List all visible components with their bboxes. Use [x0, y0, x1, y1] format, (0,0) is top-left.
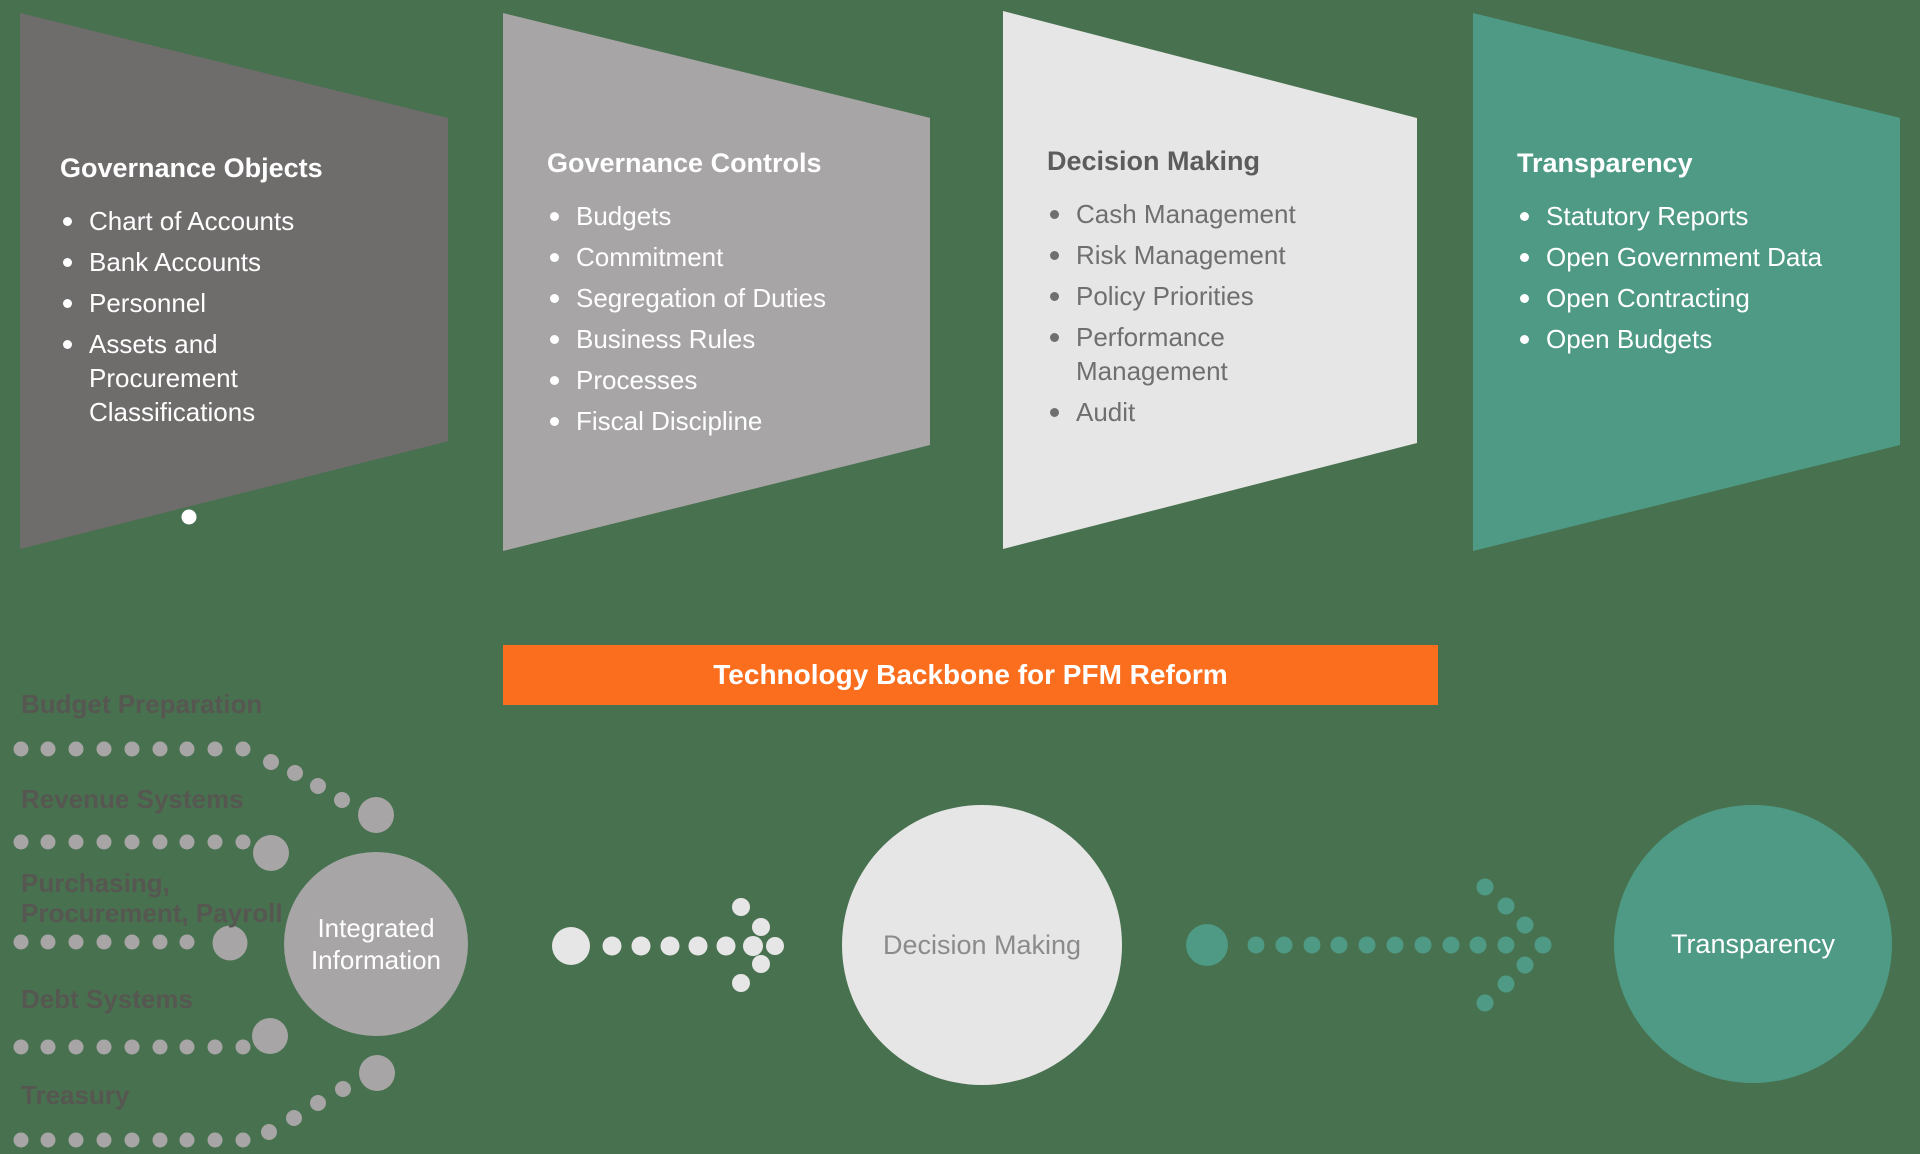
flow-debt-systems — [13, 1018, 288, 1055]
bullet-item: Budgets — [547, 199, 877, 233]
bullet-item: Policy Priorities — [1047, 279, 1327, 313]
source-label-treasury: Treasury — [21, 1080, 130, 1110]
banner-label: Technology Backbone for PFM Reform — [713, 659, 1228, 690]
bullet-item: Segregation of Duties — [547, 281, 877, 315]
panel-edge-dot — [181, 509, 197, 525]
bullet-item: Open Budgets — [1517, 322, 1847, 356]
flow-revenue-systems — [13, 834, 289, 871]
bullet-item: Cash Management — [1047, 197, 1327, 231]
node-transparency: Transparency — [1614, 805, 1892, 1083]
bullet-item: Business Rules — [547, 322, 877, 356]
bullet-item: Chart of Accounts — [60, 204, 370, 238]
node-integrated-information: Integrated Information — [284, 852, 468, 1036]
bullet-item: Commitment — [547, 240, 877, 274]
bullet-item: Fiscal Discipline — [547, 404, 877, 438]
bullet-item: Open Contracting — [1517, 281, 1847, 315]
bullet-item: Bank Accounts — [60, 245, 370, 279]
source-label-debt-systems: Debt Systems — [21, 984, 193, 1014]
bullet-item: Audit — [1047, 395, 1327, 429]
source-label-purchasing-procurement-payroll: Purchasing, Procurement, Payroll — [21, 868, 283, 928]
panel-title: Governance Controls — [547, 148, 822, 178]
node-label: Transparency — [1670, 928, 1836, 959]
bullet-item: Statutory Reports — [1517, 199, 1847, 233]
bullet-item: Performance Management — [1047, 320, 1327, 388]
bullet-item: Open Government Data — [1517, 240, 1847, 274]
arrow-integrated-to-decision — [552, 898, 784, 992]
bullet-item: Processes — [547, 363, 877, 397]
node-label: Decision Making — [882, 929, 1082, 960]
source-label-revenue-systems: Revenue Systems — [21, 784, 244, 814]
arrow-decision-to-transparency — [1186, 878, 1552, 1012]
bullet-item: Risk Management — [1047, 238, 1327, 272]
flow-treasury — [13, 1055, 395, 1148]
panel-title: Decision Making — [1047, 146, 1261, 176]
bullet-item: Personnel — [60, 286, 370, 320]
bullet-item: Assets and Procurement Classifications — [60, 327, 370, 429]
panel-title: Transparency — [1517, 148, 1693, 178]
flow-purchasing-procurement-payroll — [13, 925, 248, 961]
source-label-budget-preparation: Budget Preparation — [21, 689, 263, 719]
panel-title: Governance Objects — [60, 153, 323, 183]
technology-backbone-banner: Technology Backbone for PFM Reform — [503, 645, 1438, 705]
node-decision-making: Decision Making — [842, 805, 1122, 1085]
flow-budget-preparation — [13, 741, 394, 833]
node-label: Integrated Information — [310, 913, 442, 975]
